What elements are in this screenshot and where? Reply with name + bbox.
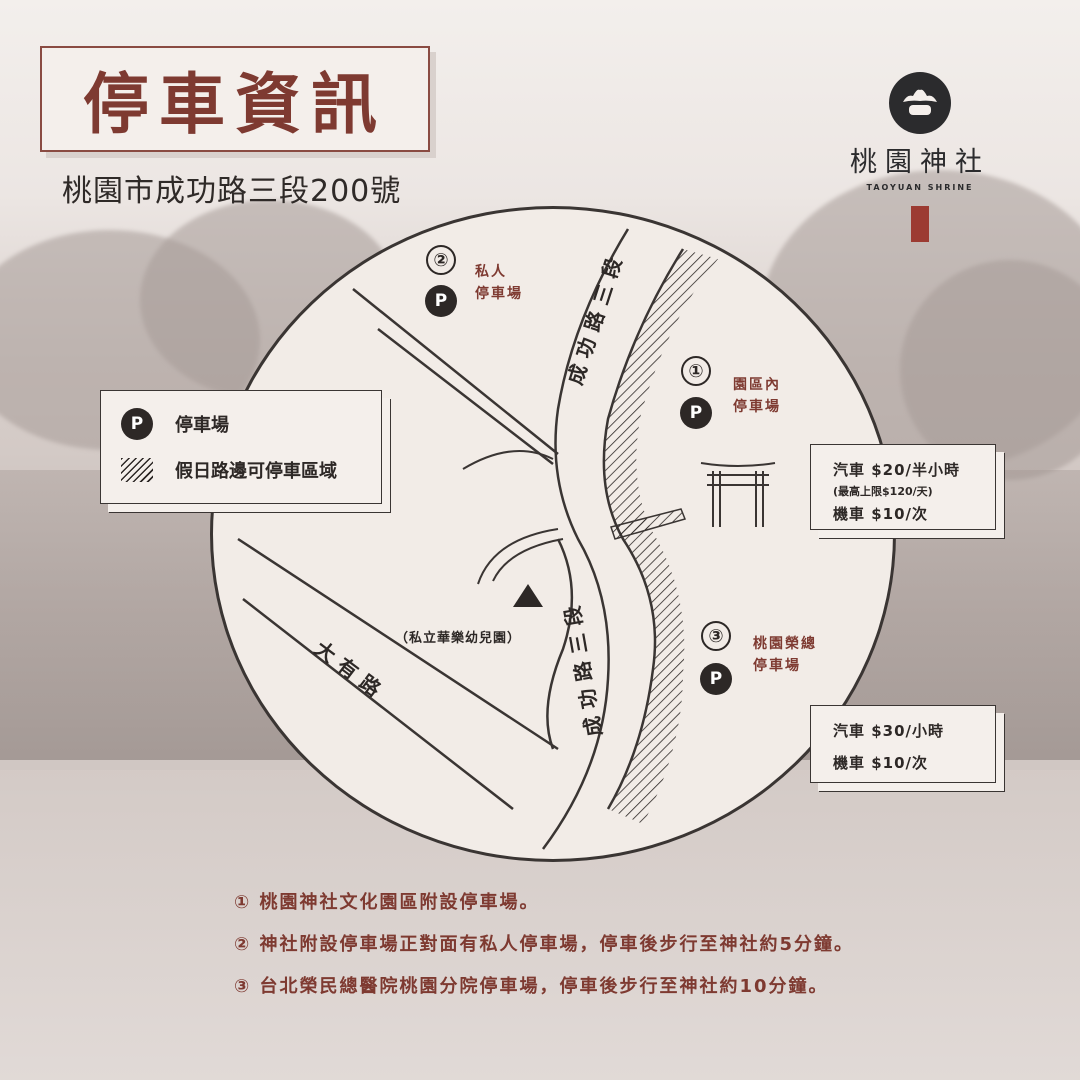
road-edge-left bbox=[541, 228, 630, 850]
map-legend: P 停車場 假日路邊可停車區域 bbox=[100, 390, 382, 504]
page-title: 停車資訊 bbox=[83, 65, 387, 143]
note-3: ③ 台北榮民總醫院桃園分院停車場，停車後步行至神社約10分鐘。 bbox=[234, 976, 829, 997]
note-1: ① 桃園神社文化園區附設停車場。 bbox=[234, 892, 540, 913]
price-2-car: 汽車 $30/小時 bbox=[833, 722, 945, 740]
title-box: 停車資訊 bbox=[40, 46, 430, 152]
crosswalk bbox=[610, 508, 687, 540]
legend-parking: P 停車場 bbox=[121, 408, 229, 440]
marker-number-3: ③ bbox=[701, 621, 731, 651]
shrine-logo: 桃園神社 TAOYUAN SHRINE bbox=[838, 72, 1002, 242]
marker-label-2: 私人 停車場 bbox=[475, 264, 523, 302]
parking-legend-icon: P bbox=[121, 408, 153, 440]
notes-list: ① 桃園神社文化園區附設停車場。 ② 神社附設停車場正對面有私人停車場，停車後步… bbox=[234, 888, 854, 1014]
marker-label-3: 桃園榮總 停車場 bbox=[753, 636, 817, 674]
marker-label-1: 園區內 停車場 bbox=[733, 377, 781, 415]
parking-marker-3-icon[interactable]: P bbox=[700, 663, 732, 695]
price-box-1: 汽車 $20/半小時 (最高上限$120/天) 機車 $10/次 bbox=[810, 444, 996, 530]
price-1-car-note: (最高上限$120/天) bbox=[833, 485, 933, 498]
parking-marker-2-icon[interactable]: P bbox=[425, 285, 457, 317]
address: 桃園市成功路三段200號 bbox=[62, 174, 402, 209]
logo-mark-icon bbox=[889, 72, 951, 134]
marker-number-2: ② bbox=[426, 245, 456, 275]
roadside-parking-area bbox=[603, 249, 718, 824]
road-edge-right bbox=[602, 248, 685, 810]
legend-hatch-label: 假日路邊可停車區域 bbox=[175, 461, 337, 482]
parking-marker-1-icon[interactable]: P bbox=[680, 397, 712, 429]
parking-map: ② P 私人 停車場 ① P 園區內 停車場 ③ P 桃園榮總 停車場 成功路三… bbox=[210, 206, 896, 862]
kindergarten-marker-icon bbox=[513, 584, 543, 607]
legend-parking-label: 停車場 bbox=[175, 415, 229, 436]
price-1-car: 汽車 $20/半小時 bbox=[833, 461, 961, 479]
logo-name: 桃園神社 bbox=[850, 147, 990, 178]
logo-accent-bar bbox=[911, 206, 929, 242]
price-box-2: 汽車 $30/小時 機車 $10/次 bbox=[810, 705, 996, 783]
kindergarten-label: （私立華樂幼兒園） bbox=[395, 631, 522, 646]
torii-gate-icon bbox=[700, 462, 776, 527]
map-roads bbox=[237, 228, 776, 850]
price-1-motorcycle: 機車 $10/次 bbox=[833, 505, 929, 523]
note-2: ② 神社附設停車場正對面有私人停車場，停車後步行至神社約5分鐘。 bbox=[234, 934, 855, 955]
legend-hatch: 假日路邊可停車區域 bbox=[121, 457, 337, 483]
marker-number-1: ① bbox=[681, 356, 711, 386]
hatch-legend-icon bbox=[121, 458, 153, 482]
logo-subtitle: TAOYUAN SHRINE bbox=[866, 183, 974, 192]
price-2-motorcycle: 機車 $10/次 bbox=[833, 754, 929, 772]
